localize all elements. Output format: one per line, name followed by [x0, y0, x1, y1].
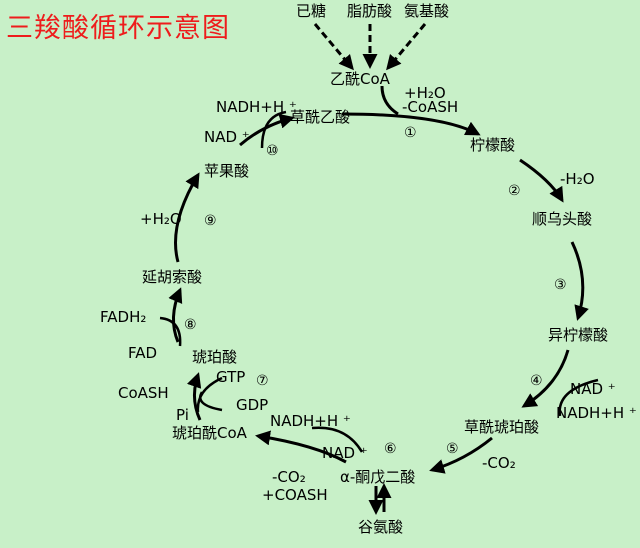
cofactor-step6-co2: -CO₂: [272, 468, 306, 486]
arrow-step6: [255, 430, 347, 464]
node-glutamate: 谷氨酸: [358, 518, 404, 536]
input-fatty-acid: 脂肪酸: [347, 2, 393, 20]
node-cis-aconitate: 顺乌头酸: [532, 210, 593, 228]
input-hexose: 已糖: [296, 2, 327, 20]
cofactor-curve-10: [260, 110, 287, 149]
cofactor-step8-fad: FAD: [128, 344, 158, 362]
arrow-step4: [521, 349, 570, 408]
cofactor-step1-coash: -CoASH: [402, 98, 459, 116]
step-2: ②: [508, 183, 521, 199]
step-5: ⑤: [446, 441, 459, 457]
arrow-step7: [186, 372, 202, 421]
cofactor-step6-coash: +COASH: [262, 486, 328, 504]
node-succinyl-coa: 琥珀酰CoA: [172, 424, 247, 442]
node-fumarate: 延胡索酸: [142, 268, 203, 286]
cofactor-step10-nadh: NADH+H ⁺: [216, 98, 297, 116]
step-4: ④: [530, 373, 543, 389]
cofactor-step4-nadh: NADH+H ⁺: [556, 404, 637, 422]
cofactor-step9-h2o: +H₂O: [140, 210, 182, 228]
node-succinate: 琥珀酸: [192, 348, 238, 366]
cofactor-step4-nad: NAD ⁺: [570, 380, 616, 398]
cofactor-step7-pi: Pi: [176, 406, 189, 424]
diagram-title: 三羧酸循环示意图: [6, 13, 230, 44]
arrow-step1: [341, 112, 481, 136]
acetyl-coa-arrow: [380, 85, 399, 116]
cofactor-step10-nad: NAD ⁺: [204, 128, 250, 146]
cofactor-step6-nad: NAD ⁺: [322, 444, 368, 462]
cofactor-step1-h2o: +H₂O: [404, 84, 446, 102]
cofactor-curve-7a: [196, 376, 223, 413]
cofactor-curve-6: [311, 426, 364, 453]
node-isocitrate: 异柠檬酸: [548, 326, 609, 344]
amino-acid-arrow: [386, 23, 427, 71]
step-3: ③: [554, 277, 567, 293]
cofactor-curve-4: [558, 378, 599, 417]
cofactor-step7-gdp: GDP: [236, 396, 269, 414]
node-malate: 苹果酸: [204, 162, 250, 180]
step-10: ⑩: [266, 143, 279, 159]
step-1: ①: [404, 125, 417, 141]
arrow-step8: [168, 287, 183, 343]
cofactor-step8-fadh2: FADH₂: [100, 308, 147, 326]
node-oxaloacetate: 草酰乙酸: [290, 108, 351, 126]
step-7: ⑦: [256, 373, 269, 389]
step-6: ⑥: [384, 441, 397, 457]
step-8: ⑧: [184, 317, 197, 333]
cofactor-step5-co2: -CO₂: [482, 454, 516, 472]
cofactor-step7-gtp: GTP: [216, 368, 246, 386]
hexose-arrow: [313, 23, 354, 71]
cofactor-step6-nadh: NADH+H ⁺: [270, 412, 351, 430]
node-citrate: 柠檬酸: [470, 136, 516, 154]
cofactor-curve-7b: [199, 391, 223, 412]
arrow-step3: [570, 241, 589, 321]
cofactor-curve-8: [159, 316, 182, 347]
node-acetyl-coa: 乙酰CoA: [330, 70, 390, 88]
cofactor-step7-coash: CoASH: [118, 384, 169, 402]
input-amino-acid: 氨基酸: [404, 2, 450, 20]
arrow-step2: [519, 158, 564, 203]
arrow-step9: [174, 172, 200, 263]
cofactor-step2-h2o: -H₂O: [560, 170, 595, 188]
step-9: ⑨: [204, 213, 217, 229]
node-oxalosuccinate: 草酰琥珀酸: [464, 418, 540, 436]
arrow-step5: [429, 436, 493, 474]
node-alpha-ketoglutarate: α-酮戊二酸: [340, 468, 416, 486]
